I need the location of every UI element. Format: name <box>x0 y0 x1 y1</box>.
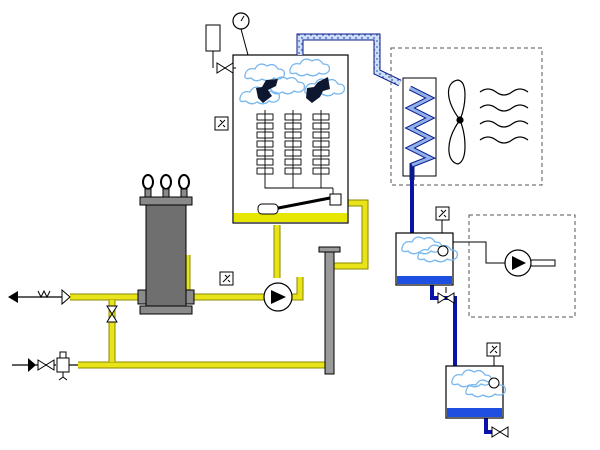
condenser-enclosure <box>390 47 543 186</box>
condenser-coil <box>404 85 437 180</box>
sensor-icon <box>219 271 234 286</box>
flow-arrow-icon <box>28 358 36 372</box>
outlet-line <box>8 288 71 306</box>
solenoid-valve-icon <box>56 351 78 381</box>
flow-arrow-icon <box>8 291 18 303</box>
level-switch-icon <box>205 24 236 74</box>
pump-icon <box>504 249 556 277</box>
valve-icon <box>437 287 455 304</box>
pump-icon <box>263 282 293 312</box>
distillate-tank <box>395 232 459 286</box>
heat-column <box>318 246 341 375</box>
fan-icon <box>447 79 466 165</box>
valve-icon <box>106 305 118 323</box>
flow-arrow-icon <box>256 77 330 103</box>
plate-stacks <box>256 109 334 195</box>
check-valve-icon <box>37 289 51 299</box>
sensor-icon <box>214 116 229 131</box>
float-switch <box>257 193 342 215</box>
vacuum-line <box>453 241 506 264</box>
valve-icon <box>37 359 55 371</box>
vapor-line <box>296 33 402 87</box>
heat-wave-icon <box>479 88 529 144</box>
pressure-gauge-icon <box>232 12 250 56</box>
sensor-icon <box>435 206 450 221</box>
yellow-piping <box>70 199 369 369</box>
sensor-icon <box>486 342 501 357</box>
inlet-line <box>12 351 78 381</box>
filter-housing <box>137 174 195 315</box>
valve-icon <box>491 426 509 438</box>
collection-tank <box>445 365 507 419</box>
main-tank <box>232 54 349 224</box>
vacuum-enclosure <box>468 214 576 318</box>
